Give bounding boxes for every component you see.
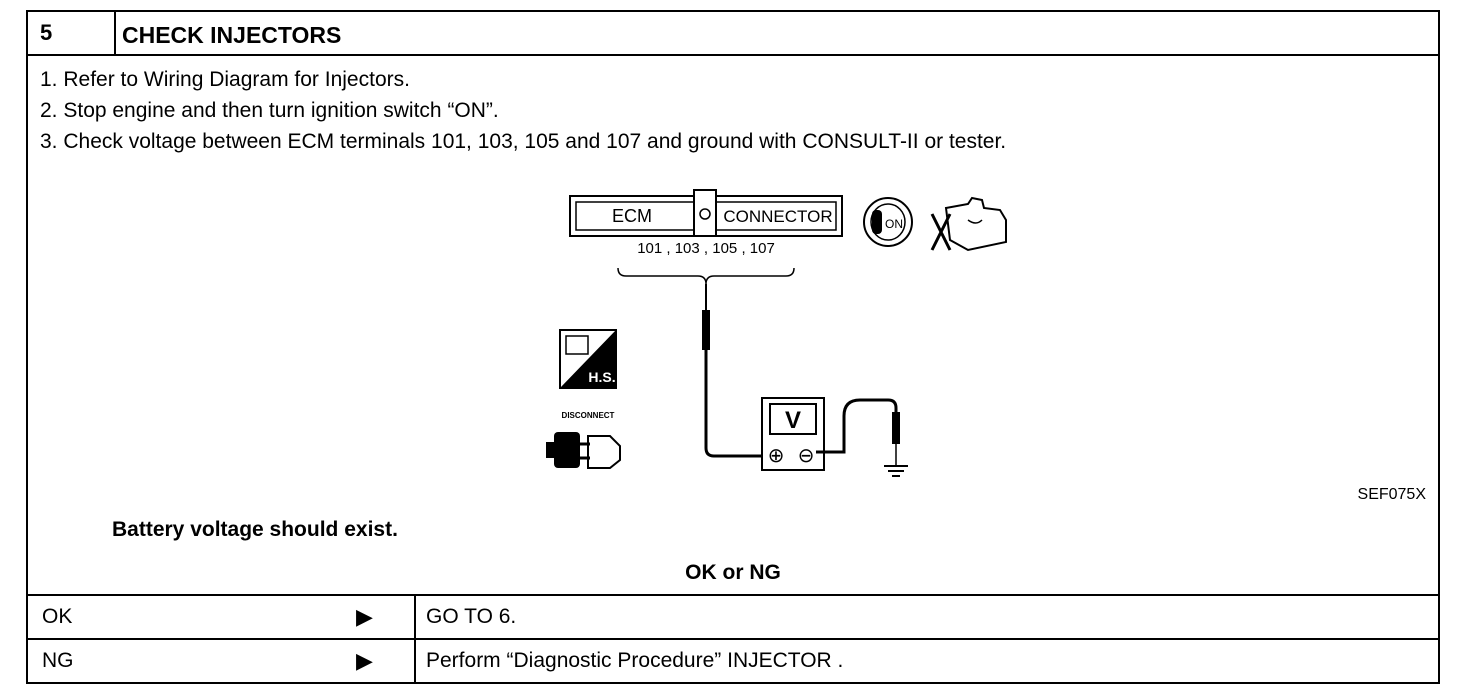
connector-latch-hole (699, 208, 711, 220)
key-on-label: ON (885, 217, 903, 231)
negative-terminal: ⊖ (798, 443, 815, 467)
ignition-key-icon: ON (863, 197, 913, 247)
instruction-1: 1. Refer to Wiring Diagram for Injectors… (40, 68, 410, 91)
disconnect-label: DISCONNECT (562, 411, 615, 420)
wiring-diagram: ECM CONNECTOR 101 , 103 , 105 , 107 ON V… (546, 189, 1007, 477)
step-number: 5 (28, 12, 116, 54)
harness-side-label: H.S. (588, 369, 615, 385)
engine-icon (930, 196, 1007, 252)
probe-handle (702, 310, 710, 350)
column-divider (414, 640, 416, 682)
ground-symbol-icon (884, 465, 908, 477)
instruction-3: 3. Check voltage between ECM terminals 1… (40, 130, 1007, 153)
positive-wire (704, 350, 766, 458)
arrow-right-icon: ▶ (356, 604, 373, 629)
connector-latch (693, 189, 717, 237)
result-label: OK (42, 605, 73, 628)
instruction-2: 2. Stop engine and then turn ignition sw… (40, 99, 499, 122)
step-title: CHECK INJECTORS (122, 22, 342, 48)
result-action: Perform “Diagnostic Procedure” INJECTOR … (426, 649, 844, 672)
connector-ecm-label: ECM (612, 206, 652, 226)
result-row-ok: OK ▶ GO TO 6. (28, 594, 1438, 638)
column-divider (414, 596, 416, 638)
figure-code: SEF075X (1357, 486, 1426, 503)
connector-name-label: CONNECTOR (723, 207, 832, 226)
disconnect-icon: DISCONNECT (546, 411, 621, 469)
procedure-frame: 5 CHECK INJECTORS 1. Refer to Wiring Dia… (26, 10, 1440, 684)
arrow-right-icon: ▶ (356, 648, 373, 673)
procedure-header: 5 CHECK INJECTORS (28, 12, 1438, 56)
positive-terminal: ⊕ (768, 443, 785, 467)
ground-probe (892, 412, 900, 444)
voltmeter-label: V (785, 407, 801, 434)
expected-result: Battery voltage should exist. (112, 518, 398, 541)
ground-wire (816, 398, 898, 454)
terminal-numbers: 101 , 103 , 105 , 107 (637, 240, 775, 257)
harness-side-icon: H.S. (559, 329, 617, 389)
instruction-list: 1. Refer to Wiring Diagram for Injectors… (40, 64, 1006, 157)
terminal-bracket (617, 267, 795, 285)
voltmeter-display (769, 403, 817, 435)
result-heading: OK or NG (685, 561, 781, 584)
result-row-ng: NG ▶ Perform “Diagnostic Procedure” INJE… (28, 638, 1438, 682)
result-action: GO TO 6. (426, 605, 517, 628)
result-label: NG (42, 649, 74, 672)
